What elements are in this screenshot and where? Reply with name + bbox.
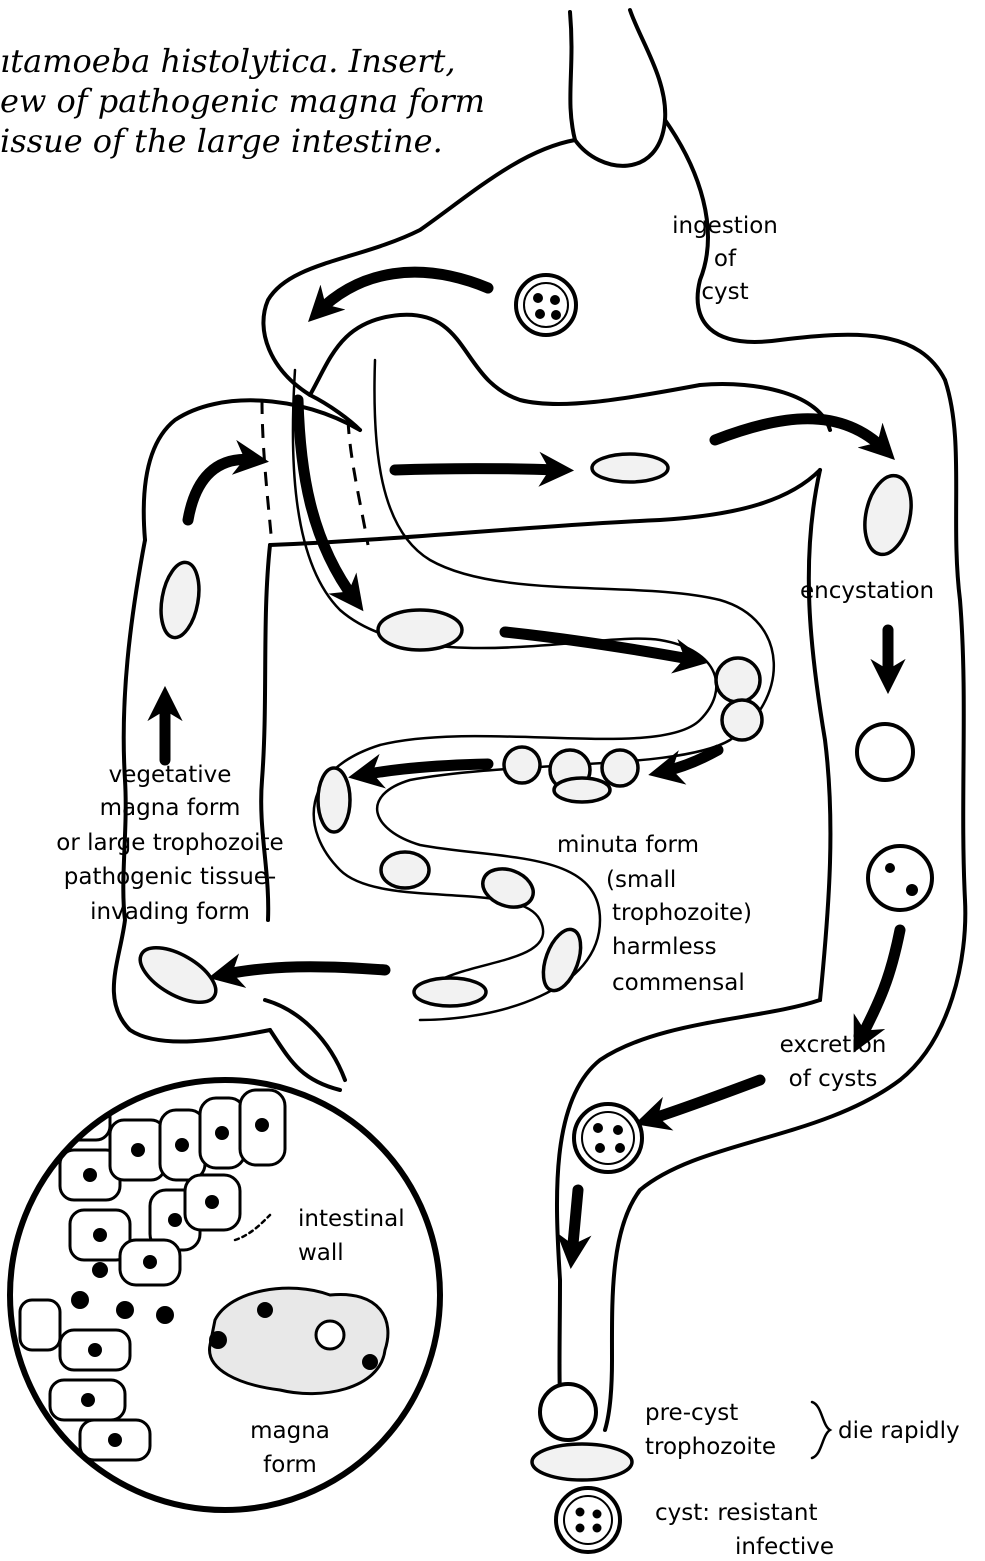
arrow-excretion-cysts (648, 1080, 760, 1120)
hepatic-flexure (144, 400, 360, 540)
caption-line-3: issue of the large intestine. (0, 122, 443, 160)
label-magna-1: magna (250, 1418, 330, 1444)
pre-cyst-descending (857, 724, 913, 780)
label-vegetative-4: pathogenic tissue- (64, 864, 276, 890)
label-ingestion-2: of (714, 246, 737, 272)
label-pre-cyst-2: trophozoite (645, 1434, 776, 1460)
arrow-to-hepatic-flexure (188, 459, 255, 520)
label-excretion-1: excretion (780, 1032, 887, 1058)
minuta-2 (716, 658, 760, 702)
trophozoite-transverse (592, 454, 668, 482)
rectum-left (557, 1000, 820, 1430)
arrow-to-excretion (860, 930, 900, 1040)
minuta-10 (477, 862, 538, 914)
label-minuta-5: commensal (612, 970, 745, 996)
arrow-descend-small-intestine (298, 400, 355, 600)
label-minuta-1: minuta form (557, 832, 699, 858)
digestive-tract-outline (114, 10, 965, 1430)
minuta-3 (722, 700, 762, 740)
label-vegetative-3: or large trophozoite (56, 830, 283, 856)
label-intestinal-wall-1: intestinal (298, 1206, 405, 1232)
brace-icon (812, 1402, 830, 1458)
label-vegetative-2: magna form (100, 795, 241, 821)
label-ingestion-1: ingestion (672, 213, 778, 239)
arrow-to-invasion (222, 967, 385, 975)
label-minuta-3: trophozoite) (612, 900, 752, 926)
descending-colon-inner (809, 470, 831, 1000)
magna-form-invading (132, 937, 225, 1014)
caption-line-2: ew of pathogenic magna form (0, 82, 485, 120)
label-minuta-4: harmless (612, 934, 717, 960)
label-vegetative-1: vegetative (109, 762, 232, 788)
rectum-right (605, 1080, 900, 1430)
label-excretion-2: of cysts (789, 1066, 878, 1092)
minuta-7 (554, 778, 610, 802)
label-intestinal-wall-2: wall (298, 1240, 344, 1266)
minuta-12 (414, 978, 486, 1006)
minuta-9 (381, 852, 429, 888)
inset-intestinal-wall (10, 1080, 440, 1510)
label-cyst-final-1: cyst: resistant (655, 1500, 817, 1526)
stomach-lower-curve (310, 315, 700, 404)
minuta-8 (318, 768, 350, 832)
pre-cyst-final (540, 1384, 596, 1440)
cyst-excreted (574, 1104, 642, 1172)
minuta-6 (602, 750, 638, 786)
label-pre-cyst-1: pre-cyst (645, 1400, 738, 1426)
cyst-final (556, 1488, 620, 1552)
dashed-segment-right (348, 420, 368, 545)
dashed-segment-left (262, 400, 272, 545)
magna-form-ascending (156, 559, 205, 640)
minuta-1 (378, 610, 462, 650)
trophozoite-final (532, 1444, 632, 1480)
label-die-rapidly: die rapidly (838, 1418, 960, 1444)
arrow-ingestion (318, 272, 488, 312)
label-vegetative-5: invading form (90, 899, 250, 925)
descending-colon-outer (900, 380, 965, 1080)
transverse-colon-lower (270, 470, 820, 545)
caption-line-1: ıtamoeba histolytica. Insert, (0, 42, 456, 80)
arrow-to-transverse (395, 469, 560, 471)
appendix-outline (270, 1030, 340, 1090)
label-cyst-final-2: infective (735, 1534, 834, 1560)
stomach-outline-right (665, 120, 945, 380)
label-magna-2: form (263, 1452, 317, 1478)
cyst-descending (868, 846, 932, 910)
label-encystation: encystation (800, 578, 934, 604)
magna-form-inset (210, 1288, 388, 1393)
esophagus-outline (570, 10, 665, 166)
minuta-4 (504, 747, 540, 783)
arrow-rectum-down (572, 1190, 578, 1255)
trophozoite-encysting (858, 471, 918, 558)
label-minuta-2: (small (606, 867, 676, 893)
label-ingestion-3: cyst (701, 279, 748, 305)
arrow-to-encystation (715, 419, 885, 450)
